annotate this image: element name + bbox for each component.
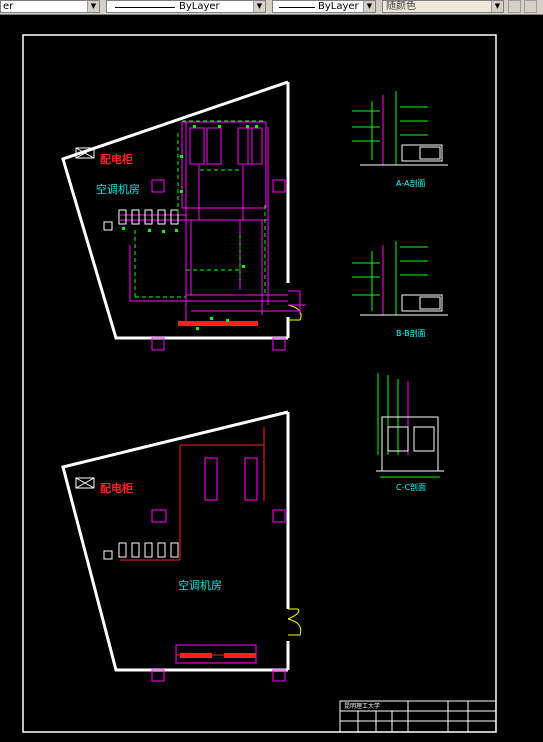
section-a — [352, 91, 448, 166]
section-a-label: A-A剖面 — [396, 179, 426, 188]
toolbar-button[interactable] — [524, 0, 537, 13]
chevron-down-icon[interactable]: ▼ — [491, 1, 503, 12]
layer-dropdown-value: er — [3, 1, 14, 12]
section-c — [376, 373, 444, 478]
upper-cabinet-label: 配电柜 — [100, 153, 133, 166]
line-sample — [279, 7, 315, 8]
layer-dropdown[interactable]: er ▼ — [0, 0, 100, 13]
upper-plan-wall — [61, 80, 289, 340]
section-b — [352, 241, 448, 316]
plotstyle-dropdown-value: 随颜色 — [386, 1, 416, 12]
title-block-school: 昆明理工大学 — [344, 703, 381, 710]
red-pump-bar — [178, 321, 258, 326]
chevron-down-icon[interactable]: ▼ — [87, 1, 99, 12]
lower-area-label: 空调机房 — [178, 579, 222, 592]
lower-plan — [61, 410, 302, 682]
color-dropdown[interactable]: ByLayer ▼ — [106, 0, 266, 13]
upper-area-label: 空调机房 — [96, 183, 140, 196]
drawing-frame — [22, 34, 497, 733]
drawing-svg — [22, 34, 497, 733]
lower-cabinet-label: 配电柜 — [100, 482, 133, 495]
linetype-dropdown[interactable]: ByLayer ▼ — [272, 0, 376, 13]
upper-plan — [61, 80, 306, 351]
chevron-down-icon[interactable]: ▼ — [253, 1, 265, 12]
section-b-label: B-B剖面 — [396, 329, 426, 338]
title-block — [339, 700, 497, 733]
toolbar-button[interactable] — [508, 0, 521, 13]
section-details — [352, 91, 448, 478]
chevron-down-icon[interactable]: ▼ — [363, 1, 375, 12]
lower-plan-wall — [61, 410, 289, 672]
properties-toolbar: er ▼ ByLayer ▼ ByLayer ▼ 随颜色 ▼ — [0, 0, 543, 15]
color-dropdown-value: ByLayer — [179, 1, 220, 12]
linetype-dropdown-value: ByLayer — [318, 1, 359, 12]
section-c-label: C-C剖面 — [396, 483, 427, 492]
line-sample — [115, 7, 175, 8]
plotstyle-dropdown[interactable]: 随颜色 ▼ — [382, 0, 504, 13]
drawing-canvas[interactable]: 配电柜 空调机房 配电柜 空调机房 A-A剖面 B-B剖面 C-C剖面 昆明理工… — [0, 15, 543, 738]
